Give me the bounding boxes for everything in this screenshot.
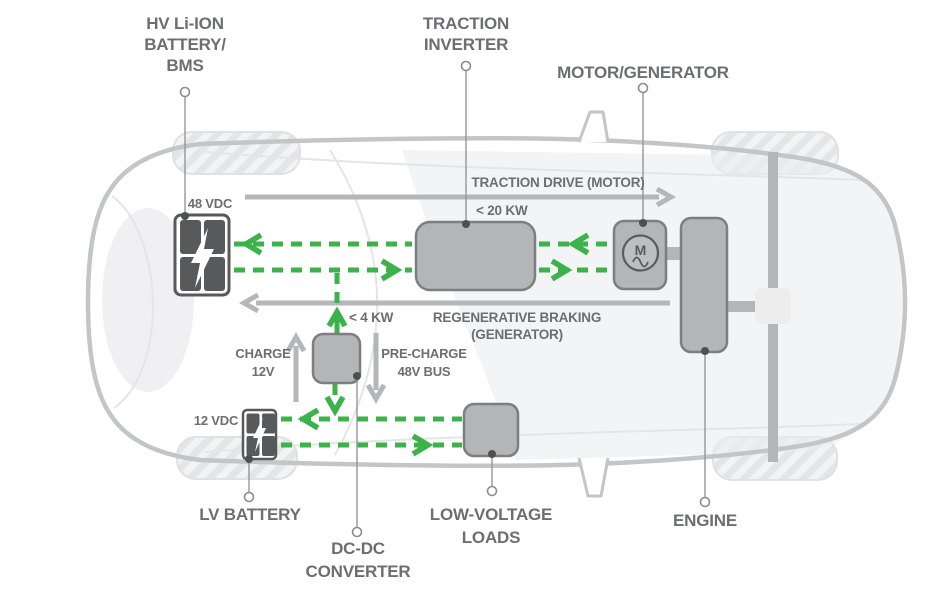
power-bus-arrowheads: [240, 232, 590, 457]
sine-wave-icon: [632, 256, 649, 268]
transfer-case: [755, 288, 791, 324]
hv-battery-icon: [173, 213, 231, 297]
motor-symbol-letter: M: [635, 242, 647, 258]
engine-box: [679, 216, 729, 354]
car-body-outline: [85, 135, 908, 469]
dcdc-power-label: < 4 KW: [349, 310, 394, 325]
regen-braking-label: REGENERATIVE BRAKING (GENERATOR): [432, 310, 602, 342]
traction-drive-arrowhead-icon: [655, 186, 677, 208]
engine-label: ENGINE: [673, 511, 737, 530]
inverter-power-label: < 20 KW: [476, 203, 528, 218]
leader-lines: [184, 71, 706, 528]
hv-battery-label: HV Li-ION BATTERY/ BMS: [144, 14, 226, 75]
engine-axle-link: [725, 301, 759, 312]
lightning-bolt-icon: [253, 417, 266, 452]
arrow-right-icon: [550, 258, 573, 282]
dcdc-converter-box: [311, 332, 362, 385]
low-voltage-loads-label: LOW-VOLTAGE LOADS: [429, 505, 553, 547]
motor-generator-label: MOTOR/GENERATOR: [557, 63, 729, 82]
precharge-48v-arrowhead-icon: [365, 383, 387, 405]
mirror-top-icon: [577, 110, 610, 143]
traction-inverter-box: [414, 220, 537, 292]
regen-braking-arrowhead-icon: [238, 292, 260, 314]
lv-voltage-label: 12 VDC: [193, 413, 239, 428]
motor-circle-icon: [621, 234, 660, 272]
arrow-right-icon: [380, 258, 403, 282]
arrow-right-icon: [411, 433, 434, 457]
leader-circles: [179, 60, 711, 538]
lv-battery-label: LV BATTERY: [199, 505, 301, 524]
traction-inverter-label: TRACTION INVERTER: [422, 14, 510, 54]
hv-voltage-label: 48 VDC: [187, 196, 233, 211]
lv-battery-icon: [241, 408, 278, 461]
hood-shading: [102, 208, 194, 392]
driveline: [663, 152, 791, 462]
charge-12v-arrowhead-icon: [285, 331, 307, 353]
lightning-bolt-icon: [191, 228, 214, 288]
traction-drive-label: TRACTION DRIVE (MOTOR): [471, 175, 645, 190]
precharge-48v-label: PRE-CHARGE 48V BUS: [381, 346, 467, 379]
wheel-front-left-icon: [172, 131, 301, 175]
arrow-left-icon: [567, 232, 590, 256]
dcdc-converter-label: DC-DC CONVERTER: [305, 539, 411, 581]
low-voltage-loads-box: [462, 402, 520, 458]
arrow-left-icon: [240, 232, 263, 256]
motor-symbol-group: M: [621, 234, 660, 272]
leader-dots: [181, 212, 709, 463]
arrow-down-icon: [324, 395, 346, 417]
arrow-left-icon: [297, 407, 320, 431]
charge-12v-label: CHARGE 12V: [235, 346, 291, 379]
mirror-bottom-icon: [577, 457, 610, 498]
motor-engine-link: [663, 247, 683, 260]
arrow-up-icon: [326, 306, 348, 328]
flow-annotations: [238, 186, 677, 405]
